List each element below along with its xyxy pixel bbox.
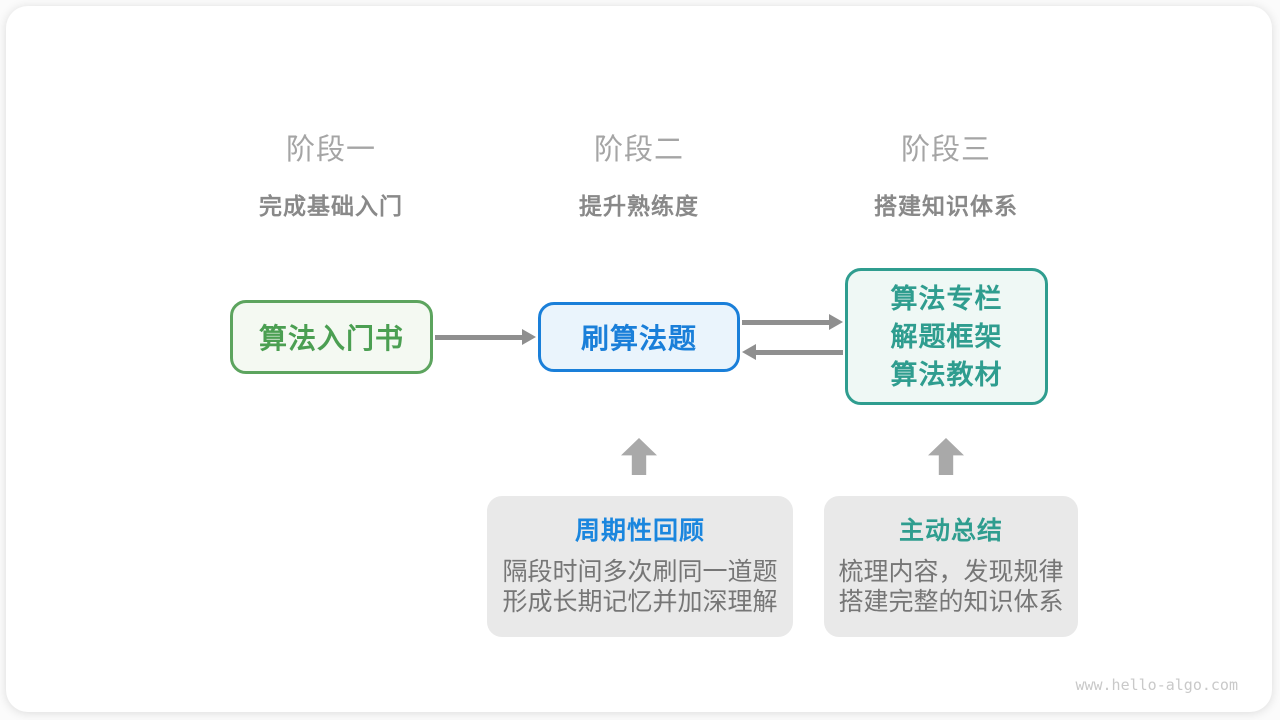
node-resources: 算法专栏 解题框架 算法教材 bbox=[845, 268, 1048, 405]
node-intro-book: 算法入门书 bbox=[230, 300, 433, 374]
stage-column-3: 阶段三 搭建知识体系 bbox=[796, 126, 1096, 221]
node-practice-label: 刷算法题 bbox=[580, 323, 697, 354]
stage-column-1: 阶段一 完成基础入门 bbox=[181, 126, 481, 221]
note-body-line-2: 搭建完整的知识体系 bbox=[838, 588, 1064, 616]
stage-1-title: 阶段一 bbox=[285, 134, 376, 166]
stage-2-title: 阶段二 bbox=[593, 134, 684, 166]
note-active-summary-body: 梳理内容，发现规律 搭建完整的知识体系 bbox=[824, 557, 1078, 617]
stage-2-subtitle: 提升熟练度 bbox=[579, 193, 699, 219]
node-resources-line-2: 解题框架 bbox=[890, 321, 1003, 352]
note-body-line-1: 隔段时间多次刷同一道题 bbox=[502, 558, 778, 586]
arrow-shaft bbox=[435, 334, 523, 340]
arrow-intro-to-practice bbox=[435, 329, 536, 345]
node-resources-line-3: 算法教材 bbox=[890, 359, 1003, 390]
note-periodic-review-title: 周期性回顾 bbox=[574, 517, 705, 545]
node-intro-book-label: 算法入门书 bbox=[258, 323, 404, 354]
node-resources-line-1: 算法专栏 bbox=[890, 283, 1003, 314]
arrow-practice-to-resources bbox=[742, 314, 843, 330]
note-periodic-review-body: 隔段时间多次刷同一道题 形成长期记忆并加深理解 bbox=[487, 557, 793, 617]
arrow-shaft bbox=[742, 319, 830, 325]
note-periodic-review: 周期性回顾 隔段时间多次刷同一道题 形成长期记忆并加深理解 bbox=[487, 496, 793, 637]
arrow-resources-to-practice bbox=[742, 344, 843, 360]
arrow-right-head-icon bbox=[829, 314, 843, 330]
stage-3-subtitle: 搭建知识体系 bbox=[874, 193, 1018, 219]
note-active-summary-title: 主动总结 bbox=[898, 517, 1003, 545]
arrow-right-head-icon bbox=[522, 329, 536, 345]
node-practice: 刷算法题 bbox=[538, 302, 740, 372]
stage-column-2: 阶段二 提升熟练度 bbox=[489, 126, 789, 221]
arrow-shaft bbox=[755, 349, 843, 355]
arrow-left-head-icon bbox=[742, 344, 756, 360]
note-body-line-2: 形成长期记忆并加深理解 bbox=[502, 588, 778, 616]
stage-3-title: 阶段三 bbox=[900, 134, 991, 166]
watermark: www.hello-algo.com bbox=[1075, 676, 1238, 694]
note-active-summary: 主动总结 梳理内容，发现规律 搭建完整的知识体系 bbox=[824, 496, 1078, 637]
note-body-line-1: 梳理内容，发现规律 bbox=[838, 558, 1064, 586]
stage-1-subtitle: 完成基础入门 bbox=[259, 193, 403, 219]
